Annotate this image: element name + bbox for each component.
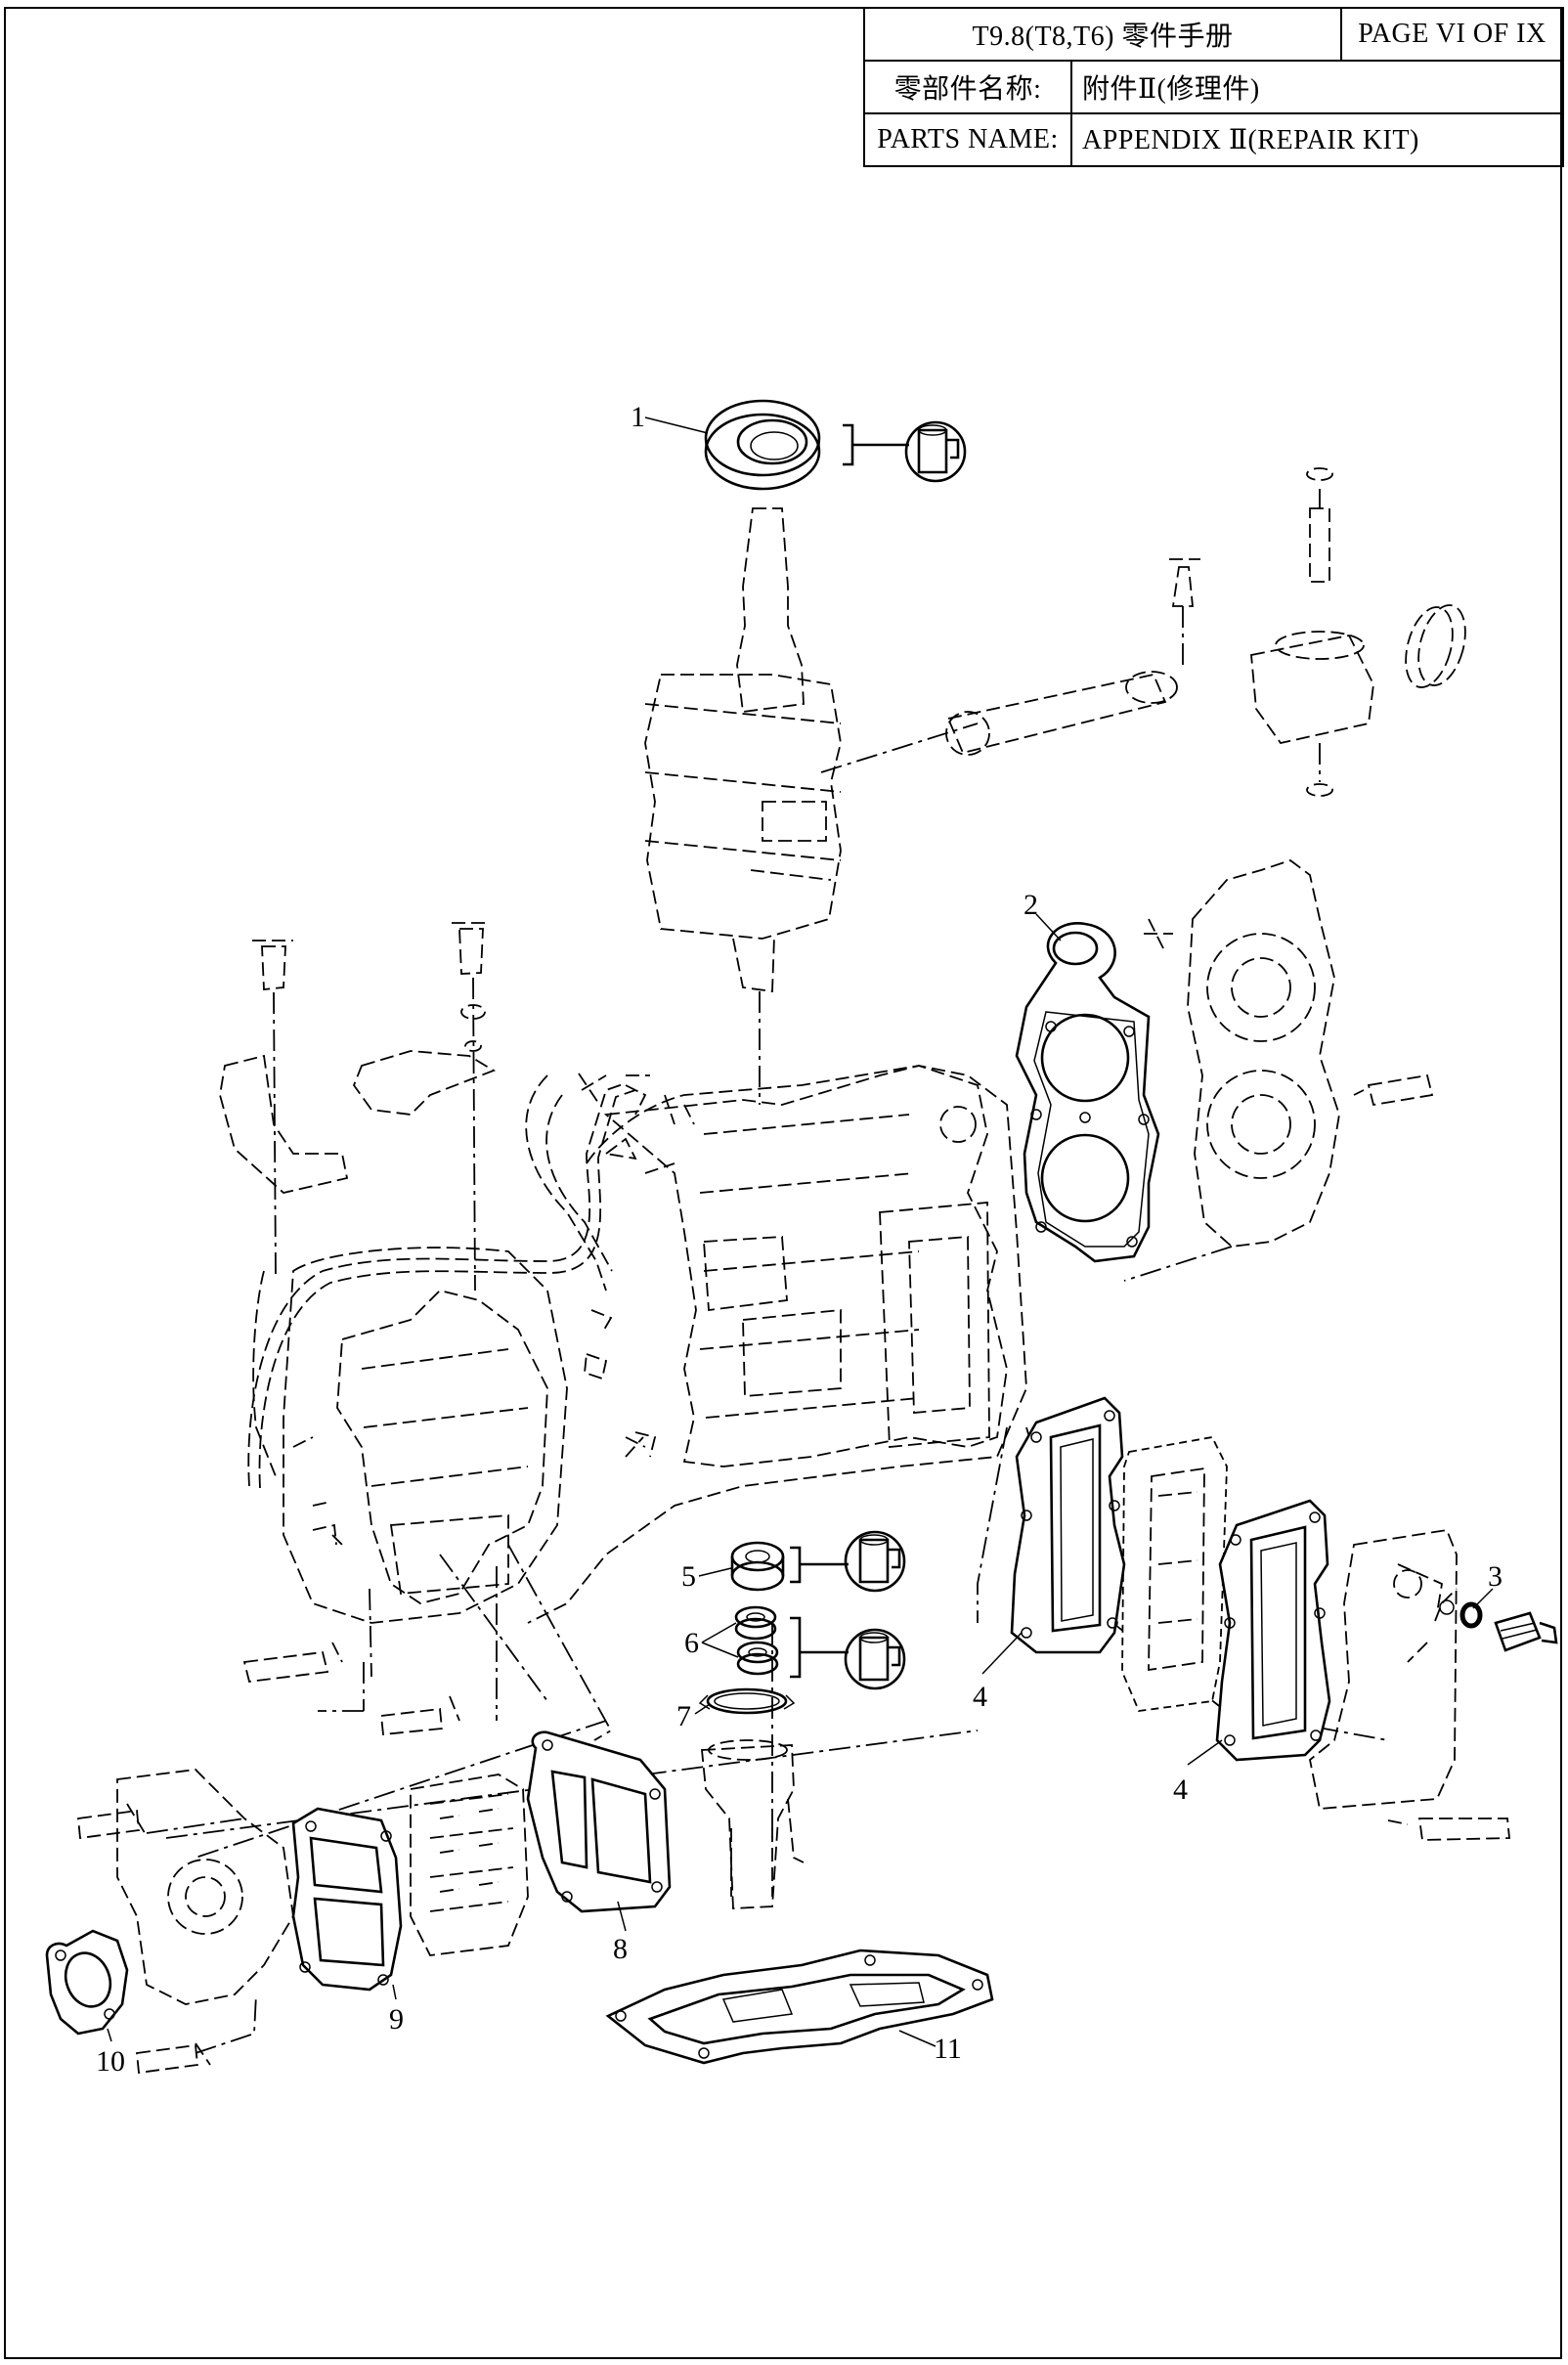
- callouts: 1 2 3 4 4 5 6 7 8 9 10 11: [96, 401, 1503, 2078]
- callout-4b: 4: [1173, 1774, 1188, 1806]
- parts-name-label-cn: 零部件名称:: [863, 60, 1072, 114]
- part-10-carb-gasket: [45, 1929, 129, 2036]
- page-number: PAGE VI OF IX: [1340, 7, 1564, 62]
- parts-name-value-cn: 附件Ⅱ(修理件): [1070, 60, 1564, 114]
- crankcase-phantom: [527, 1065, 1027, 1624]
- part-3-o-ring: [1439, 1599, 1558, 1652]
- callout-8: 8: [613, 1933, 628, 1965]
- callout-7: 7: [676, 1700, 691, 1732]
- part-2-head-gasket: [1015, 922, 1160, 1263]
- part-5-oil-seal: [730, 1541, 785, 1592]
- part-4-exhaust-gasket-left: [1010, 1396, 1126, 1654]
- fuel-hose-phantom: [247, 1074, 695, 1489]
- part-9-reed-gasket: [291, 1807, 403, 1992]
- brackets-phantom: [219, 922, 675, 1735]
- lower-shaft-phantom: [701, 1739, 805, 1909]
- part-4-exhaust-gasket-right: [1215, 1499, 1331, 1762]
- part-6-oil-seals: [734, 1605, 779, 1676]
- exhaust-cover-phantom: [1121, 1435, 1510, 1841]
- drawing-frame: [4, 7, 1562, 2359]
- cylinder-head-phantom: [1123, 858, 1434, 1282]
- parts-name-value-en: APPENDIX Ⅱ(REPAIR KIT): [1070, 112, 1564, 167]
- crankcase-cover-phantom: [252, 1247, 568, 1624]
- part-1-oil-seal: [704, 399, 821, 491]
- callout-4a: 4: [973, 1681, 987, 1713]
- grease-tube-icon: [790, 1616, 906, 1690]
- callout-11: 11: [934, 2033, 962, 2065]
- callout-2: 2: [1024, 889, 1038, 921]
- crankshaft-phantom: [644, 507, 979, 1105]
- part-8-intake-gasket: [526, 1730, 672, 1913]
- piston-conrod-phantom: [945, 467, 1466, 797]
- manual-title: T9.8(T8,T6) 零件手册: [863, 7, 1342, 62]
- callout-10: 10: [96, 2045, 125, 2078]
- callout-6: 6: [684, 1627, 699, 1659]
- reed-valve-phantom: [77, 1769, 529, 2075]
- callout-1: 1: [631, 401, 645, 433]
- callout-9: 9: [389, 2003, 404, 2036]
- part-11-upper-casing-gasket: [605, 1949, 994, 2065]
- grease-tube-icon: [790, 1530, 906, 1593]
- grease-tube-icon: [843, 420, 967, 483]
- callout-5: 5: [681, 1560, 696, 1593]
- part-7-o-ring: [698, 1687, 796, 1715]
- title-block: T9.8(T8,T6) 零件手册 PAGE VI OF IX 零部件名称: 附件…: [863, 7, 1564, 167]
- callout-3: 3: [1488, 1560, 1503, 1593]
- parts-name-label-en: PARTS NAME:: [863, 112, 1072, 167]
